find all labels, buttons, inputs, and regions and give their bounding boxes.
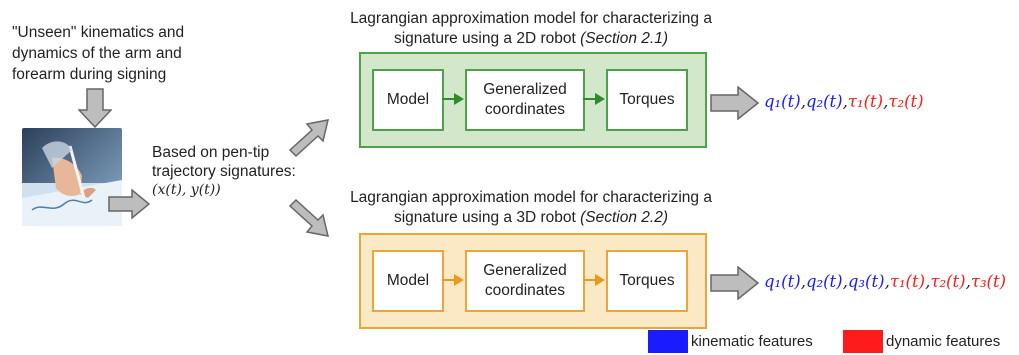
intro-text: "Unseen" kinematics and dynamics of the … <box>12 24 185 83</box>
output-q2: q₂(t) <box>805 92 843 111</box>
up-right-arrow <box>288 119 329 158</box>
pen-tip-formula: (x(t), y(t)) <box>152 182 221 198</box>
output-tau2: τ₂(t) <box>888 92 924 111</box>
right-arrow <box>108 189 150 219</box>
model-2d-arrow-2 <box>583 93 605 105</box>
legend-kinematic-swatch <box>648 330 688 353</box>
model-3d-box-coordinates: Generalized coordinates <box>465 250 585 312</box>
model-2d-box-coordinates: Generalized coordinates <box>465 69 585 131</box>
model-2d-outputs: q₁(t),q₂(t),τ₁(t),τ₂(t) <box>764 92 924 111</box>
output-q1: q₁(t) <box>764 272 801 291</box>
model-3d-title-text: Lagrangian approximation model for chara… <box>350 189 712 226</box>
model-3d-section-ref: (Section 2.2) <box>580 209 668 226</box>
output-tau1: τ₁(t) <box>847 92 884 111</box>
legend-dynamic-label: dynamic features <box>886 333 1001 350</box>
pen-tip-label: Based on pen-tip trajectory signatures: <box>152 144 296 180</box>
output-q1: q₁(t) <box>764 92 801 111</box>
model-2d-panel: Model Generalized coordinates Torques <box>359 52 707 148</box>
down-right-arrow <box>288 198 329 237</box>
model-3d-arrow-2 <box>583 274 605 286</box>
model-3d-title: Lagrangian approximation model for chara… <box>321 188 741 228</box>
model-3d-arrow-1 <box>442 274 464 286</box>
signing-photo <box>22 128 122 226</box>
output-tau3: τ₃(t) <box>970 272 1007 291</box>
model-3d-box-model: Model <box>372 250 444 312</box>
model-2d-box-model: Model <box>372 69 444 131</box>
model-2d-title: Lagrangian approximation model for chara… <box>321 9 741 49</box>
down-arrow <box>78 88 112 128</box>
model-2d-section-ref: (Section 2.1) <box>580 30 668 47</box>
output-tau1: τ₁(t) <box>889 272 926 291</box>
model-2d-box-torques: Torques <box>606 69 688 131</box>
pen-tip-basis: Based on pen-tip trajectory signatures: … <box>152 143 302 200</box>
output-q2: q₂(t) <box>805 272 843 291</box>
model-2d-title-text: Lagrangian approximation model for chara… <box>350 10 712 47</box>
output-q3: q₃(t) <box>847 272 885 291</box>
output-tau2: τ₂(t) <box>930 272 966 291</box>
legend-dynamic-swatch <box>843 330 883 353</box>
model-2d-arrow-1 <box>442 93 464 105</box>
model-3d-panel: Model Generalized coordinates Torques <box>359 233 707 329</box>
model-2d-output-arrow <box>710 86 760 120</box>
model-3d-box-torques: Torques <box>606 250 688 312</box>
legend-kinematic-label: kinematic features <box>691 333 813 350</box>
model-3d-outputs: q₁(t),q₂(t),q₃(t),τ₁(t),τ₂(t),τ₃(t) <box>764 272 1007 291</box>
model-3d-output-arrow <box>710 266 760 300</box>
